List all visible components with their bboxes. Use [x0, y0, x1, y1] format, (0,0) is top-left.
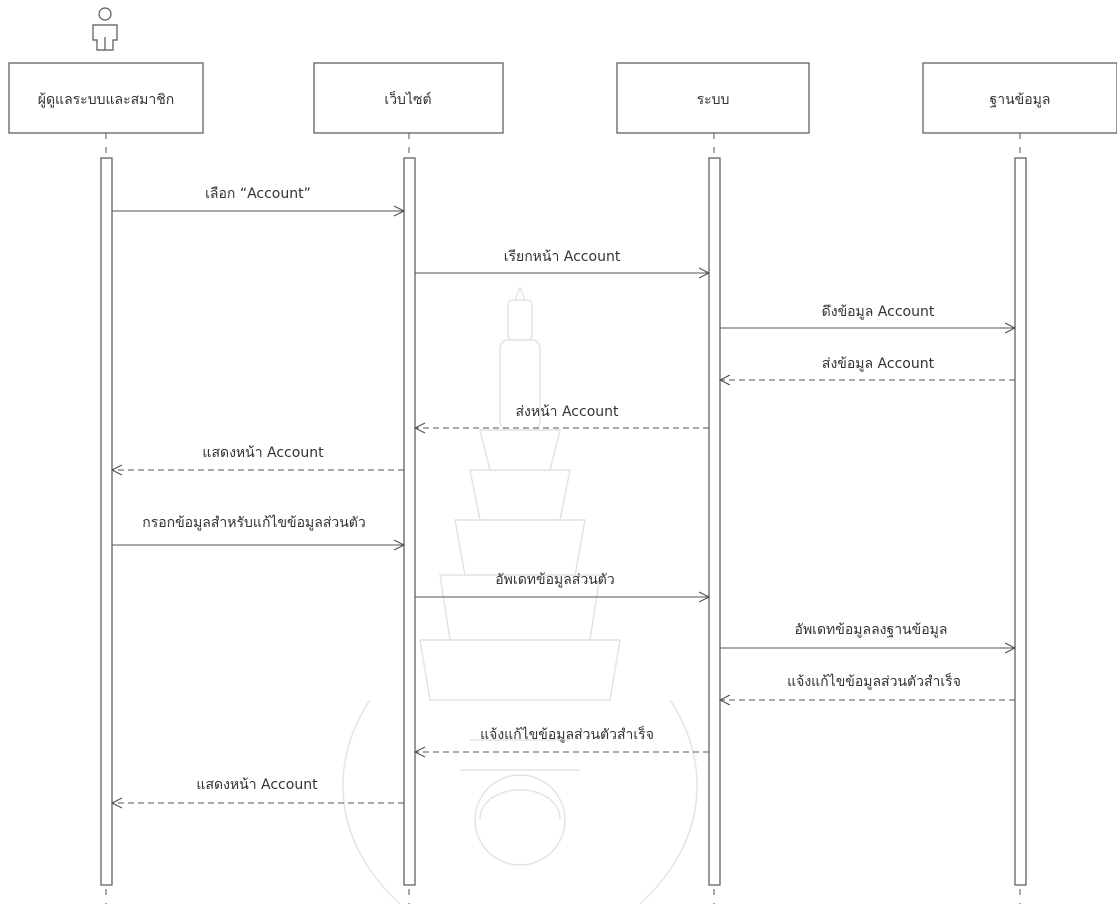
- message: อัพเดทข้อมูลลงฐานข้อมูล: [720, 622, 1015, 648]
- activation-website: [404, 158, 415, 885]
- message: เลือก “Account”: [112, 186, 404, 211]
- message-label: แสดงหน้า Account: [196, 777, 318, 793]
- activation-system: [709, 158, 720, 885]
- message: ส่งหน้า Account: [415, 404, 709, 428]
- message: แจ้งแก้ไขข้อมูลส่วนตัวสำเร็จ: [415, 725, 709, 752]
- message-label: แจ้งแก้ไขข้อมูลส่วนตัวสำเร็จ: [787, 672, 961, 690]
- message: ดึงข้อมูล Account: [720, 304, 1015, 328]
- message-label: แสดงหน้า Account: [202, 445, 324, 461]
- person-icon: [93, 8, 117, 50]
- participant-label: ระบบ: [697, 92, 730, 108]
- message-label: เลือก “Account”: [205, 186, 311, 202]
- message-label: กรอกข้อมูลสำหรับแก้ไขข้อมูลส่วนตัว: [142, 514, 366, 531]
- messages: เลือก “Account” เรียกหน้า Account ดึงข้อ…: [112, 186, 1015, 803]
- message: แสดงหน้า Account: [112, 445, 404, 470]
- message-label: เรียกหน้า Account: [504, 249, 621, 265]
- participant-label: ผู้ดูแลระบบและสมาชิก: [38, 92, 174, 108]
- message-label: ส่งข้อมูล Account: [822, 356, 935, 372]
- participant-system: ระบบ: [617, 63, 809, 133]
- activation-admin: [101, 158, 112, 885]
- message-label: อัพเดทข้อมูลส่วนตัว: [495, 572, 614, 588]
- participant-website: เว็บไซต์: [314, 63, 503, 133]
- participant-database: ฐานข้อมูล: [923, 63, 1117, 133]
- message: แจ้งแก้ไขข้อมูลส่วนตัวสำเร็จ: [720, 672, 1015, 700]
- activation-database: [1015, 158, 1026, 885]
- participant-label: เว็บไซต์: [384, 90, 431, 108]
- message-label: ส่งหน้า Account: [515, 404, 619, 420]
- participant-label: ฐานข้อมูล: [990, 92, 1051, 108]
- emblem-watermark: [343, 288, 697, 904]
- message: เรียกหน้า Account: [415, 249, 709, 273]
- message-label: แจ้งแก้ไขข้อมูลส่วนตัวสำเร็จ: [480, 725, 654, 743]
- message-label: อัพเดทข้อมูลลงฐานข้อมูล: [795, 622, 948, 638]
- participant-admin: ผู้ดูแลระบบและสมาชิก: [9, 63, 203, 133]
- message-label: ดึงข้อมูล Account: [822, 304, 935, 320]
- message: ส่งข้อมูล Account: [720, 356, 1015, 380]
- message: แสดงหน้า Account: [112, 777, 404, 803]
- message: กรอกข้อมูลสำหรับแก้ไขข้อมูลส่วนตัว: [112, 514, 404, 545]
